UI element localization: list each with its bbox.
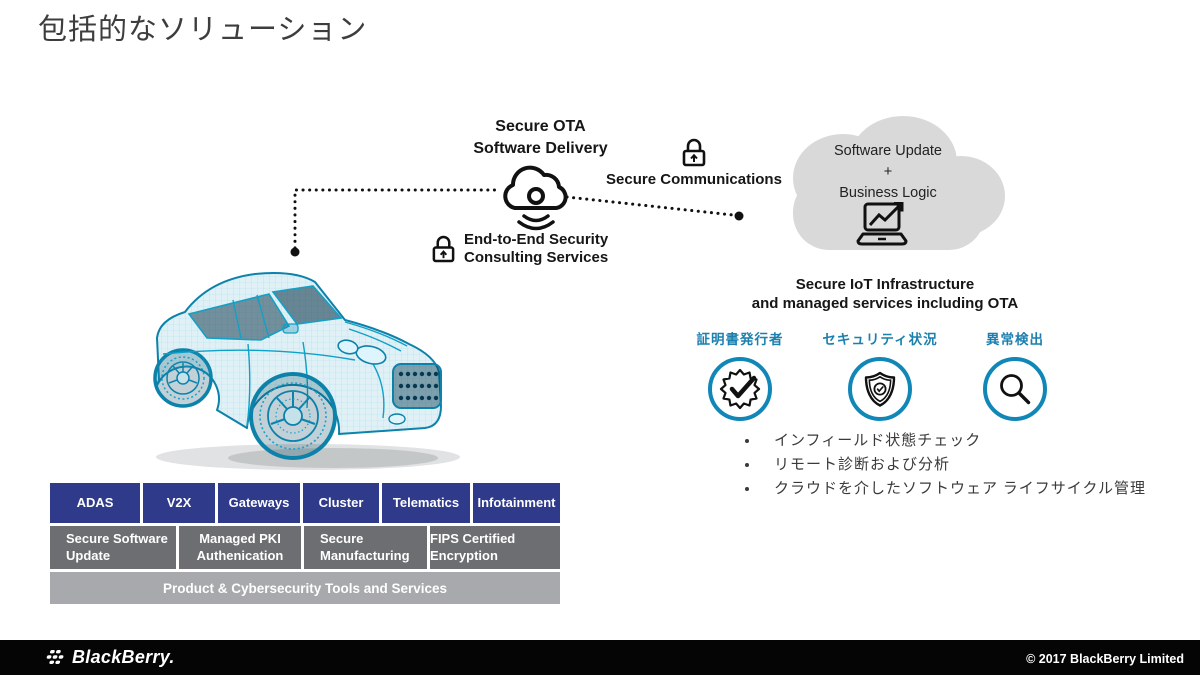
feature-bullet-list: インフィールド状態チェック リモート診断および分析 クラウドを介したソフトウェア… (744, 426, 1200, 501)
lock-icon (432, 235, 455, 263)
feature-circle (848, 357, 912, 421)
table-cell: Gateways (218, 483, 300, 523)
lock-icon (682, 138, 706, 167)
secure-communications-label: Secure Communications (606, 171, 782, 188)
feature-label: 異常検出 (986, 332, 1044, 347)
table-cell: Infotainment (473, 483, 560, 523)
end-to-end-label: End-to-End Security Consulting Services (464, 231, 609, 267)
table-cell: Secure Software Update (50, 526, 176, 569)
magnifier-icon (1000, 374, 1031, 405)
table-cell: Product & Cybersecurity Tools and Servic… (50, 572, 560, 604)
table-cell: FIPS Certified Encryption (430, 526, 560, 569)
table-cell: ADAS (50, 483, 140, 523)
table-cell: Managed PKI Authenication (179, 526, 301, 569)
feature-circle (708, 357, 772, 421)
list-item: インフィールド状態チェック (760, 429, 1200, 450)
copyright-text: © 2017 BlackBerry Limited (1026, 652, 1184, 666)
ota-title: Secure OTA Software Delivery (473, 118, 608, 157)
table-cell: V2X (143, 483, 215, 523)
iot-caption: Secure IoT Infrastructure and managed se… (751, 276, 1019, 312)
laptop-chart-icon (856, 202, 908, 246)
list-item: クラウドを介したソフトウェア ライフサイクル管理 (760, 477, 1200, 498)
car-grille (392, 363, 442, 409)
ota-cloud-icon (503, 165, 568, 231)
table-row: ADAS V2X Gateways Cluster Telematics Inf… (50, 483, 560, 523)
car-mirror (282, 323, 299, 334)
feature-security-status: セキュリティ状況 (818, 328, 942, 421)
iot-cloud-shape (793, 116, 1005, 250)
feature-anomaly-detection: 異常検出 (953, 328, 1077, 421)
capability-stack-table: ADAS V2X Gateways Cluster Telematics Inf… (50, 483, 560, 604)
feature-label: 証明書発行者 (696, 332, 784, 347)
certificate-badge-icon (719, 368, 761, 410)
table-cell: Secure Manufacturing (304, 526, 427, 569)
car-headlights (337, 339, 406, 425)
table-cell: Telematics (382, 483, 470, 523)
cloud-text: Software Update + Business Logic (833, 143, 942, 202)
car-front-wheel (249, 372, 337, 460)
table-cell: Cluster (303, 483, 379, 523)
wireframe-car-illustration (153, 272, 460, 470)
feature-circle (983, 357, 1047, 421)
blackberry-dots-icon (46, 649, 64, 664)
page-title: 包括的なソリューション (38, 14, 368, 46)
blackberry-logo: BlackBerry. (40, 647, 175, 668)
table-row: Secure Software Update Managed PKI Authe… (50, 526, 560, 569)
feature-label: セキュリティ状況 (822, 332, 938, 347)
footer-bar (0, 640, 1200, 675)
feature-certificate-issuer: 証明書発行者 (678, 328, 802, 421)
brand-wordmark: BlackBerry. (72, 647, 175, 667)
shield-check-icon (864, 371, 896, 407)
list-item: リモート診断および分析 (760, 453, 1200, 474)
